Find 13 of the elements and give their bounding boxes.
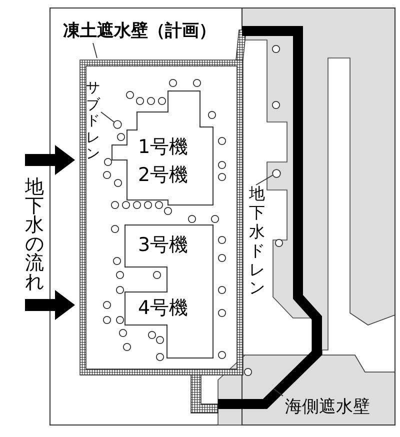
leader-line xyxy=(100,112,114,122)
wall-label: 海側遮水壁 xyxy=(285,396,370,418)
wall-label: 凍土遮水壁（計画） xyxy=(63,20,216,42)
leader-line xyxy=(92,42,98,58)
unit-label: 3号機 xyxy=(136,233,190,257)
drain-label: サブドレン xyxy=(85,80,101,163)
flow-label: 地下水の流れ xyxy=(24,178,45,292)
unit-label: 4号機 xyxy=(136,296,190,320)
unit-label: 1号機 xyxy=(136,135,190,159)
leader-line xyxy=(274,388,284,396)
leader-line xyxy=(256,174,274,186)
unit-label: 2号機 xyxy=(136,163,190,187)
drain-label: 地下水ドレン xyxy=(248,185,266,298)
